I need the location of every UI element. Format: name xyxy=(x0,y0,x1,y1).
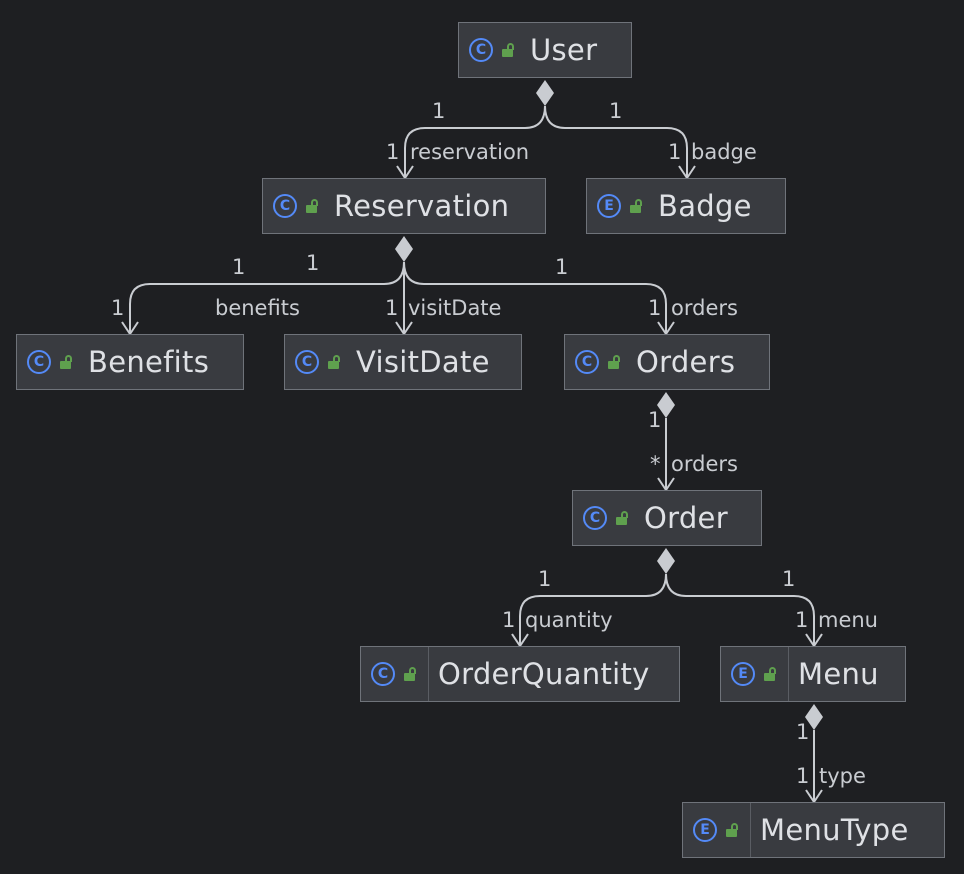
source-multiplicity: 1 xyxy=(555,255,568,279)
class-icon: C xyxy=(575,350,599,374)
role-label: type xyxy=(819,764,866,788)
enum-node-badge[interactable]: E Badge xyxy=(586,178,786,234)
composition-diamond xyxy=(536,80,554,106)
source-multiplicity: 1 xyxy=(306,251,319,275)
lock-icon xyxy=(630,199,644,213)
role-label: quantity xyxy=(525,608,613,632)
composition-diamond xyxy=(657,548,675,574)
lock-icon xyxy=(328,355,342,369)
class-name: VisitDate xyxy=(356,345,490,379)
role-label: menu xyxy=(818,608,878,632)
class-node-benefits[interactable]: C Benefits xyxy=(16,334,244,390)
class-name: Reservation xyxy=(334,189,510,223)
target-multiplicity: 1 xyxy=(796,764,809,788)
class-icon: C xyxy=(295,350,319,374)
source-multiplicity: 1 xyxy=(538,567,551,591)
lock-icon xyxy=(502,43,516,57)
role-label: badge xyxy=(691,140,757,164)
class-icon: C xyxy=(27,350,51,374)
role-label: orders xyxy=(671,296,738,320)
lock-icon xyxy=(608,355,622,369)
class-icon: C xyxy=(371,662,395,686)
class-node-reservation[interactable]: C Reservation xyxy=(262,178,546,234)
class-node-order[interactable]: C Order xyxy=(572,490,762,546)
edge-reservation-orders xyxy=(403,261,667,334)
source-multiplicity: 1 xyxy=(796,720,809,744)
source-multiplicity: 1 xyxy=(648,408,661,432)
enum-node-menu[interactable]: E Menu xyxy=(720,646,906,702)
role-label: reservation xyxy=(410,140,529,164)
class-name: User xyxy=(530,33,598,67)
edge-order-menu xyxy=(665,573,815,646)
lock-icon xyxy=(616,511,630,525)
role-label: orders xyxy=(671,452,738,476)
class-name: Benefits xyxy=(88,345,210,379)
class-node-orders[interactable]: C Orders xyxy=(564,334,770,390)
source-multiplicity: 1 xyxy=(609,99,622,123)
composition-diamond xyxy=(395,236,413,262)
target-multiplicity: 1 xyxy=(648,296,661,320)
enum-icon: E xyxy=(731,662,755,686)
lock-icon xyxy=(306,199,320,213)
lock-icon xyxy=(60,355,74,369)
class-name: Orders xyxy=(636,345,736,379)
class-node-visitdate[interactable]: C VisitDate xyxy=(284,334,522,390)
class-icon: C xyxy=(273,194,297,218)
role-label: visitDate xyxy=(408,296,501,320)
target-multiplicity: * xyxy=(650,452,661,476)
enum-node-menutype[interactable]: E MenuType xyxy=(682,802,945,858)
source-multiplicity: 1 xyxy=(232,255,245,279)
role-label: benefits xyxy=(215,296,300,320)
class-node-user[interactable]: C User xyxy=(458,22,632,78)
target-multiplicity: 1 xyxy=(385,296,398,320)
source-multiplicity: 1 xyxy=(432,99,445,123)
enum-name: Badge xyxy=(658,189,752,223)
class-icon: C xyxy=(469,38,493,62)
composition-diamond xyxy=(805,704,823,730)
class-name: Order xyxy=(644,501,728,535)
composition-diamond xyxy=(657,392,675,418)
enum-icon: E xyxy=(597,194,621,218)
target-multiplicity: 1 xyxy=(502,608,515,632)
class-node-orderquantity[interactable]: C OrderQuantity xyxy=(360,646,680,702)
enum-name: Menu xyxy=(798,657,879,691)
enum-name: MenuType xyxy=(760,813,909,847)
target-multiplicity: 1 xyxy=(795,608,808,632)
target-multiplicity: 1 xyxy=(386,140,399,164)
enum-icon: E xyxy=(693,818,717,842)
edge-reservation-benefits xyxy=(129,261,405,334)
lock-icon xyxy=(764,667,778,681)
edge-order-quantity xyxy=(519,573,667,646)
target-multiplicity: 1 xyxy=(111,296,124,320)
class-name: OrderQuantity xyxy=(438,657,650,691)
class-icon: C xyxy=(583,506,607,530)
source-multiplicity: 1 xyxy=(782,567,795,591)
edge-user-badge xyxy=(544,105,688,178)
target-multiplicity: 1 xyxy=(668,140,681,164)
lock-icon xyxy=(726,823,740,837)
edge-user-reservation xyxy=(404,105,546,178)
lock-icon xyxy=(404,667,418,681)
